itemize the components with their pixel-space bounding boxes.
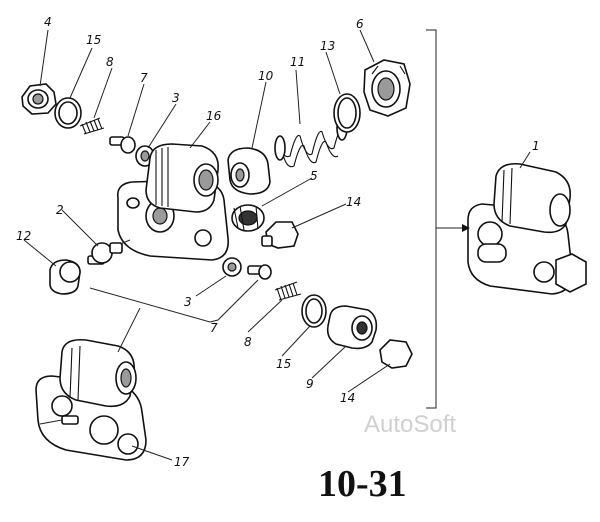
part-6-hex-nut [363, 59, 411, 117]
part-8-spring-lower [274, 281, 302, 301]
callout-15-lower: 15 [276, 357, 291, 371]
callout-labels: 4 15 8 7 3 16 10 11 13 6 5 14 2 12 3 7 8… [16, 15, 540, 469]
part-16-valve-body [116, 143, 229, 261]
callout-12: 12 [16, 229, 31, 243]
callout-8-top: 8 [106, 55, 114, 69]
part-14-plug-upper [261, 221, 299, 249]
part-15-washer-top [54, 97, 82, 129]
part-2-valve-stem [87, 239, 131, 265]
callout-16: 16 [206, 109, 222, 123]
part-12-cap [49, 259, 81, 295]
callout-9: 9 [306, 377, 314, 391]
part-8-spring-top [79, 117, 105, 135]
part-15-washer-lower [301, 294, 327, 328]
callout-14-upper: 14 [346, 195, 361, 209]
assembly-17 [35, 338, 147, 461]
callout-2: 2 [56, 203, 64, 217]
part-3-bushing-lower [222, 257, 242, 277]
callout-5: 5 [310, 169, 318, 183]
leader-lines [23, 29, 531, 461]
callout-4: 4 [44, 15, 52, 29]
watermark: AutoSoft [364, 411, 456, 438]
callout-10: 10 [258, 69, 274, 83]
assembly-1 [467, 162, 587, 295]
callout-1: 1 [532, 139, 540, 153]
callout-6: 6 [356, 17, 364, 31]
callout-13: 13 [320, 39, 335, 53]
figure-label: 10-31 [318, 463, 407, 505]
callout-3-top: 3 [172, 91, 180, 105]
callout-7-lower: 7 [210, 321, 218, 335]
callout-15-top: 15 [86, 33, 101, 47]
part-14-plug-lower [379, 339, 413, 369]
part-7-valve-top [109, 136, 136, 154]
part-7-valve-lower [247, 264, 272, 280]
part-9-union [326, 305, 378, 350]
part-13-oring [333, 93, 361, 133]
part-4-hex-plug [21, 83, 57, 115]
callout-14-lower: 14 [340, 391, 355, 405]
part-5-fitting [231, 204, 265, 232]
callout-3-lower: 3 [184, 295, 192, 309]
callout-7-top: 7 [140, 71, 148, 85]
callout-11: 11 [290, 55, 305, 69]
callout-8-lower: 8 [244, 335, 252, 349]
part-10-sleeve [227, 147, 271, 195]
callout-17: 17 [174, 455, 190, 469]
